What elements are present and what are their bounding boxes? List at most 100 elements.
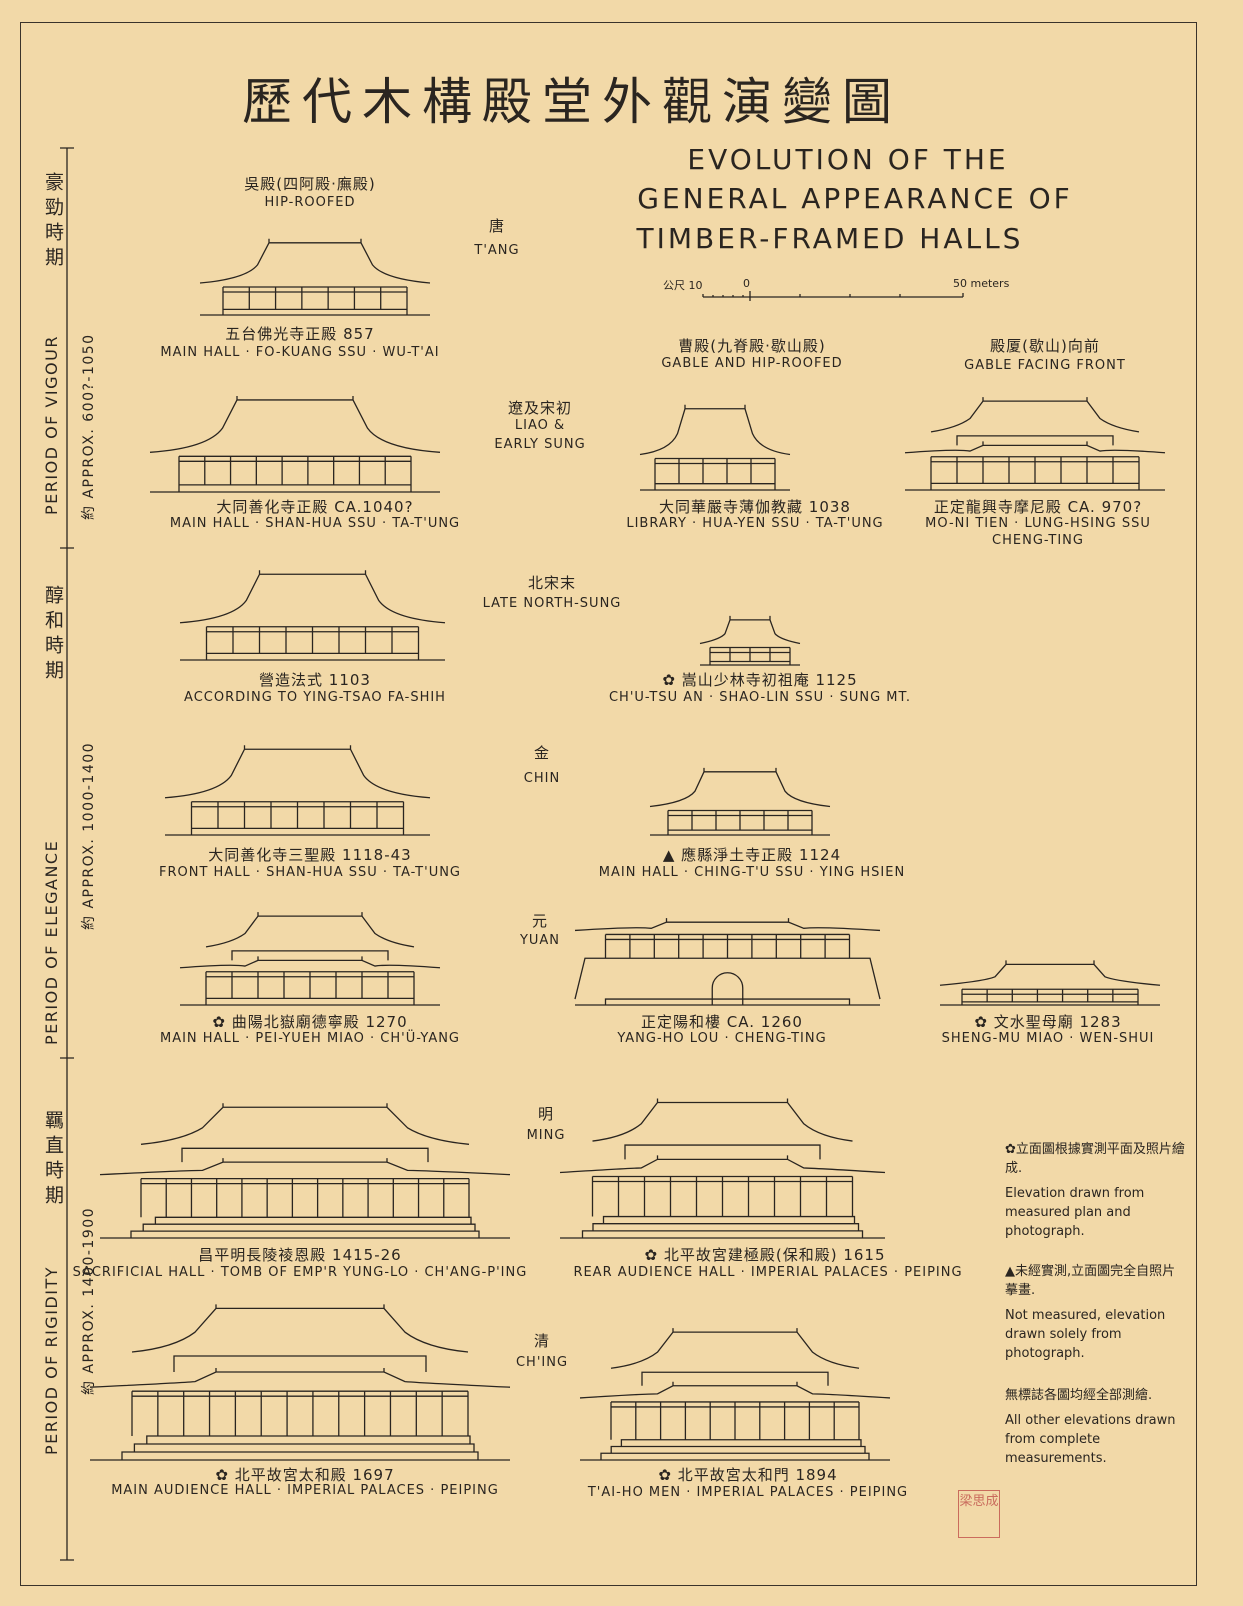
elevation-line-drawing (89, 1304, 511, 1461)
caption-zh: ✿ 嵩山少林寺初祖庵 1125 (662, 671, 858, 689)
dynasty-en: MING (526, 1128, 566, 1143)
legend-note-complete: 無標誌各圖均經全部測繪. All other elevations drawn f… (1005, 1386, 1185, 1468)
elevation-line-drawing (649, 767, 831, 836)
elevation-line-drawing (574, 918, 881, 1006)
caption-en: CH'U-TSU AN · SHAO-LIN SSU · SUNG MT. (608, 690, 912, 705)
dynasty-en: CHIN (523, 771, 561, 786)
roof-type-gable-hip-en: GABLE AND HIP-ROOFED (661, 356, 843, 371)
roof-type-gable-front-zh: 殿厦(歇山)向前 (990, 337, 1100, 355)
period-elegance-zh: 醇和時期 (42, 585, 64, 685)
caption-en: MAIN AUDIENCE HALL · IMPERIAL PALACES · … (111, 1483, 499, 1498)
title-english-line3: TIMBER-FRAMED HALLS (636, 222, 1024, 255)
elevation-line-drawing (579, 1328, 891, 1461)
elevation-line-drawing (199, 238, 431, 316)
caption-zh: ✿ 北平故宮建極殿(保和殿) 1615 (644, 1246, 886, 1264)
caption-zh: 正定陽和樓 CA. 1260 (641, 1013, 803, 1031)
roof-type-gable-hip-zh: 曹殿(九脊殿·歇山殿) (678, 337, 826, 355)
caption-en: MAIN HALL · CHING-T'U SSU · YING HSIEN (598, 865, 906, 880)
dynasty-en: LIAO & (514, 418, 566, 433)
roof-type-gable-front-en: GABLE FACING FRONT (964, 358, 1126, 373)
caption-zh: ✿ 文水聖母廟 1283 (974, 1013, 1122, 1031)
dynasty-zh: 唐 (488, 217, 506, 235)
elevation-line-drawing (559, 1098, 886, 1239)
caption-en: LIBRARY · HUA-YEN SSU · TA-T'UNG (626, 516, 884, 531)
hall-elevation-tai-ho-tien (89, 1304, 511, 1461)
caption-en: MAIN HALL · PEI-YUEH MIAO · CH'Ü-YANG (159, 1031, 461, 1046)
caption-zh: 正定龍興寺摩尼殿 CA. 970? (933, 498, 1143, 516)
period-elegance-dates: 約 APPROX. 1000-1400 (81, 741, 97, 930)
hall-elevation-ling-en (99, 1103, 511, 1239)
note-en: Elevation drawn from measured plan and p… (1005, 1186, 1145, 1239)
caption-en: CHENG-TING (992, 533, 1084, 548)
note-zh: ▲未經實測,立面圖完全自照片摹畫. (1005, 1264, 1176, 1298)
caption-en: MAIN HALL · SHAN-HUA SSU · TA-T'UNG (169, 516, 461, 531)
hall-elevation-yang-ho-lou (574, 918, 881, 1006)
legend-note-measured: ✿立面圖根據實測平面及照片繪成. Elevation drawn from mea… (1005, 1140, 1185, 1241)
caption-en: SACRIFICIAL HALL · TOMB OF EMP'R YUNG-LO… (72, 1265, 528, 1280)
hall-elevation-hua-yen-library (639, 404, 791, 491)
hall-elevation-chu-tsu-an (699, 615, 801, 666)
dynasty-en: EARLY SUNG (494, 437, 586, 452)
dynasty-en: LATE NORTH-SUNG (482, 596, 622, 611)
caption-en: REAR AUDIENCE HALL · IMPERIAL PALACES · … (573, 1265, 963, 1280)
caption-en: SHENG-MU MIAO · WEN-SHUI (941, 1031, 1155, 1046)
hall-elevation-pei-yueh (179, 912, 441, 1006)
title-english-line2: GENERAL APPEARANCE OF (637, 182, 1073, 215)
hall-elevation-shan-hua-main (149, 395, 441, 493)
caption-zh: 大同善化寺正殿 CA.1040? (216, 498, 414, 516)
hall-elevation-ching-tu (649, 767, 831, 836)
dynasty-zh: 清 (533, 1332, 551, 1350)
hall-elevation-tai-ho-men (579, 1328, 891, 1461)
elevation-line-drawing (699, 615, 801, 666)
artist-seal: 梁思成 (958, 1490, 1000, 1538)
legend-note-photograph: ▲未經實測,立面圖完全自照片摹畫. Not measured, elevation… (1005, 1262, 1185, 1363)
caption-en: YANG-HO LOU · CHENG-TING (617, 1031, 827, 1046)
note-en: Not measured, elevation drawn solely fro… (1005, 1308, 1166, 1361)
caption-zh: ▲ 應縣淨土寺正殿 1124 (662, 846, 842, 864)
elevation-line-drawing (639, 404, 791, 491)
sheet-border (20, 22, 1197, 1586)
caption-zh: ✿ 曲陽北嶽廟德寧殿 1270 (212, 1013, 408, 1031)
dynasty-zh: 明 (537, 1105, 555, 1123)
scale-label-left: 公尺 10 (663, 279, 703, 292)
dynasty-zh: 北宋末 (527, 574, 577, 592)
dynasty-zh: 元 (531, 912, 549, 930)
caption-zh: 營造法式 1103 (259, 671, 371, 689)
scale-ruler (702, 291, 964, 301)
caption-zh: 大同善化寺三聖殿 1118-43 (208, 846, 412, 864)
caption-zh: ✿ 北平故宮太和殿 1697 (215, 1466, 395, 1484)
roof-type-hip-zh: 吳殿(四阿殿·廡殿) (244, 175, 376, 193)
period-vigour-zh: 豪勁時期 (42, 172, 64, 272)
hall-elevation-san-sheng (164, 745, 431, 836)
roof-type-hip-en: HIP-ROOFED (264, 195, 356, 210)
dynasty-zh: 遼及宋初 (507, 399, 573, 417)
caption-en: MAIN HALL · FO-KUANG SSU · WU-T'AI (160, 345, 440, 360)
elevation-line-drawing (179, 570, 446, 661)
hall-elevation-sheng-mu (939, 960, 1161, 1006)
caption-en: MO-NI TIEN · LUNG-HSING SSU (925, 516, 1151, 531)
elevation-line-drawing (939, 960, 1161, 1006)
elevation-line-drawing (149, 395, 441, 493)
caption-en: FRONT HALL · SHAN-HUA SSU · TA-T'UNG (158, 865, 462, 880)
scale-label-zero: 0 (743, 277, 750, 290)
caption-zh: 昌平明長陵祾恩殿 1415-26 (198, 1246, 402, 1264)
dynasty-en: YUAN (519, 933, 561, 948)
caption-en: T'AI-HO MEN · IMPERIAL PALACES · PEIPING (587, 1485, 909, 1500)
scale-label-right: 50 meters (953, 277, 1010, 290)
period-timeline (60, 147, 74, 1561)
dynasty-en: CH'ING (515, 1355, 569, 1370)
hall-elevation-fo-kuang (199, 238, 431, 316)
title-chinese: 歷代木構殿堂外觀演變圖 (242, 73, 902, 131)
period-rigidity-zh: 羈直時期 (42, 1110, 64, 1210)
note-zh: ✿立面圖根據實測平面及照片繪成. (1005, 1142, 1185, 1176)
note-en: All other elevations drawn from complete… (1005, 1413, 1176, 1466)
hall-elevation-mo-ni-tien (904, 397, 1166, 491)
dynasty-zh: 金 (533, 744, 551, 762)
note-zh: 無標誌各圖均經全部測繪. (1005, 1388, 1153, 1403)
elevation-line-drawing (164, 745, 431, 836)
elevation-line-drawing (99, 1103, 511, 1239)
caption-zh: ✿ 北平故宮太和門 1894 (658, 1466, 838, 1484)
caption-zh: 大同華嚴寺薄伽教藏 1038 (659, 498, 851, 516)
hall-elevation-ying-tsao (179, 570, 446, 661)
